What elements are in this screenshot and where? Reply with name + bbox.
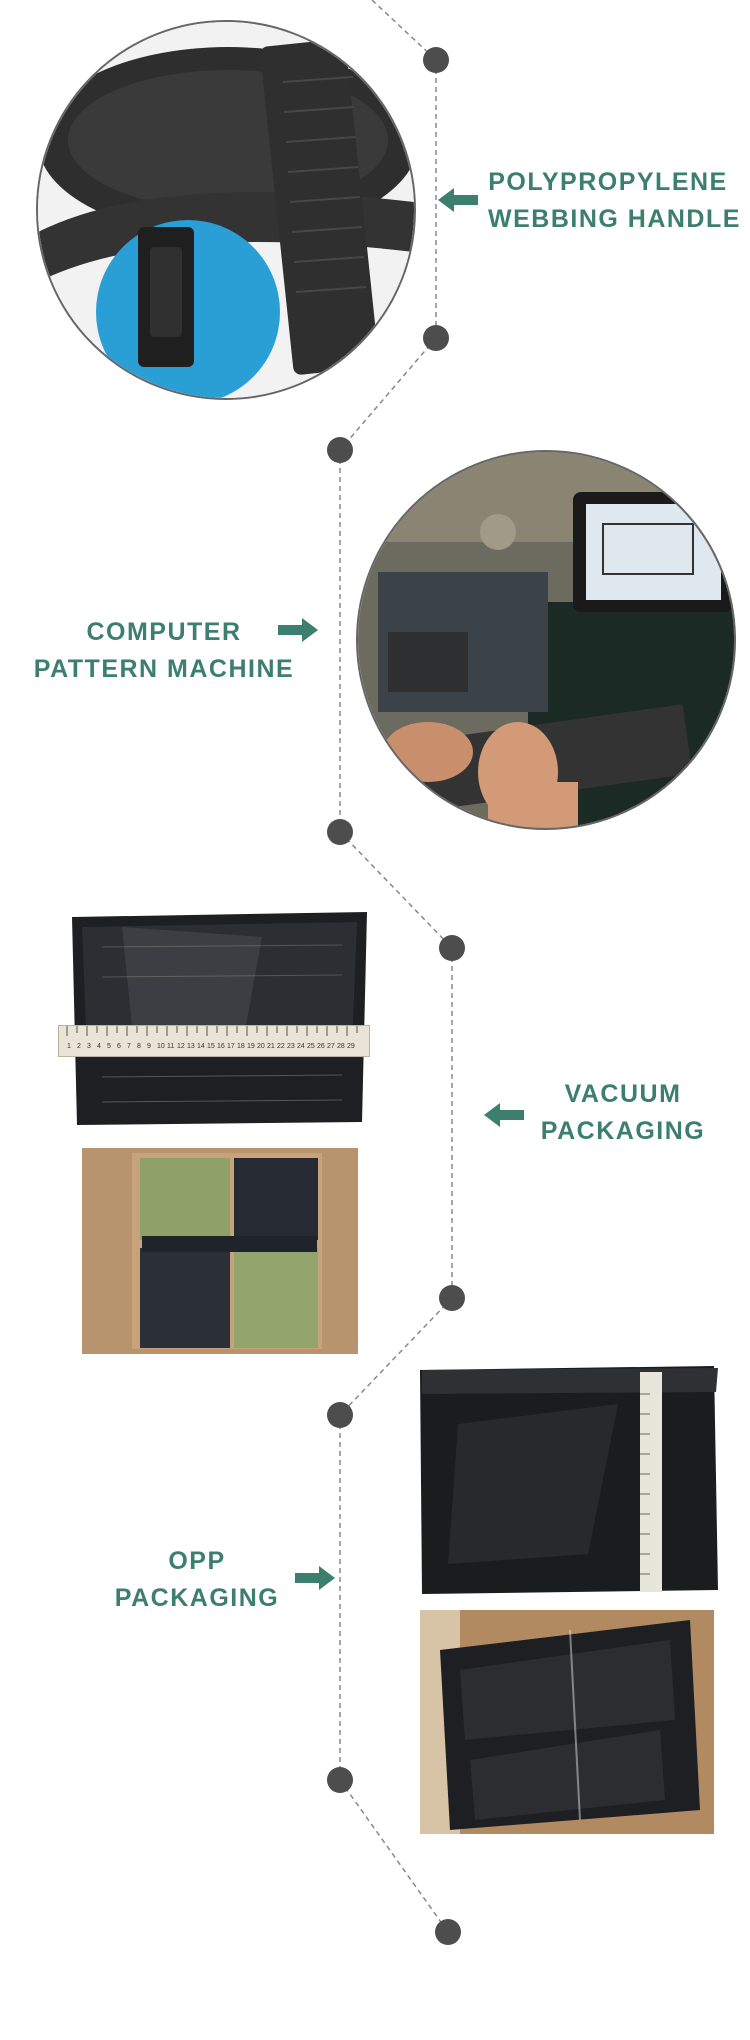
arrow-right-icon xyxy=(278,618,318,642)
ruler-number: 4 xyxy=(97,1043,101,1050)
opp-bag-photo xyxy=(418,1364,720,1596)
ruler-number: 3 xyxy=(87,1043,91,1050)
ruler-number: 22 xyxy=(277,1043,285,1050)
ruler-number: 15 xyxy=(207,1043,215,1050)
ruler-number: 9 xyxy=(147,1043,151,1050)
timeline-dot xyxy=(439,1285,465,1311)
ruler-number: 29 xyxy=(347,1043,355,1050)
ruler-number: 21 xyxy=(267,1043,275,1050)
timeline-dot xyxy=(423,325,449,351)
vacuum-box-photo xyxy=(82,1148,358,1354)
ruler-number: 16 xyxy=(217,1043,225,1050)
section-label-machine: COMPUTER PATTERN MACHINE xyxy=(33,618,295,683)
timeline-dot xyxy=(423,47,449,73)
ruler-number: 28 xyxy=(337,1043,345,1050)
ruler-number: 12 xyxy=(177,1043,185,1050)
timeline-dot xyxy=(327,1767,353,1793)
ruler-number: 24 xyxy=(297,1043,305,1050)
machine-illustration xyxy=(358,452,734,828)
vacuum-bag-photo xyxy=(62,907,372,1129)
ruler-number: 27 xyxy=(327,1043,335,1050)
webbing-illustration xyxy=(38,22,414,398)
webbing-photo xyxy=(36,20,416,400)
ruler-number: 17 xyxy=(227,1043,235,1050)
machine-photo xyxy=(356,450,736,830)
timeline-dot xyxy=(439,935,465,961)
ruler-number: 1 xyxy=(67,1043,71,1050)
ruler-number: 10 xyxy=(157,1043,165,1050)
section-label-vacuum: VACUUM PACKAGING xyxy=(540,1080,706,1145)
ruler-number: 13 xyxy=(187,1043,195,1050)
arrow-left-icon xyxy=(484,1103,524,1127)
section-label-opp: OPP PACKAGING xyxy=(114,1547,280,1612)
timeline-dot xyxy=(327,1402,353,1428)
ruler-number: 26 xyxy=(317,1043,325,1050)
ruler-number: 25 xyxy=(307,1043,315,1050)
ruler-number: 2 xyxy=(77,1043,81,1050)
ruler-number: 20 xyxy=(257,1043,265,1050)
arrow-right-icon xyxy=(295,1566,335,1590)
ruler-number: 11 xyxy=(167,1043,174,1050)
ruler-number: 23 xyxy=(287,1043,295,1050)
ruler-number: 7 xyxy=(127,1043,131,1050)
section-label-webbing: POLYPROPYLENE WEBBING HANDLE xyxy=(488,168,741,233)
ruler-number: 6 xyxy=(117,1043,121,1050)
ruler-number: 8 xyxy=(137,1043,141,1050)
arrow-left-icon xyxy=(438,188,478,212)
ruler-number: 5 xyxy=(107,1043,111,1050)
timeline-dot xyxy=(327,819,353,845)
timeline-dot xyxy=(327,437,353,463)
ruler-number: 14 xyxy=(197,1043,205,1050)
timeline-dot xyxy=(435,1919,461,1945)
opp-box-photo xyxy=(420,1610,714,1834)
ruler-number: 19 xyxy=(247,1043,255,1050)
ruler-number: 18 xyxy=(237,1043,245,1050)
